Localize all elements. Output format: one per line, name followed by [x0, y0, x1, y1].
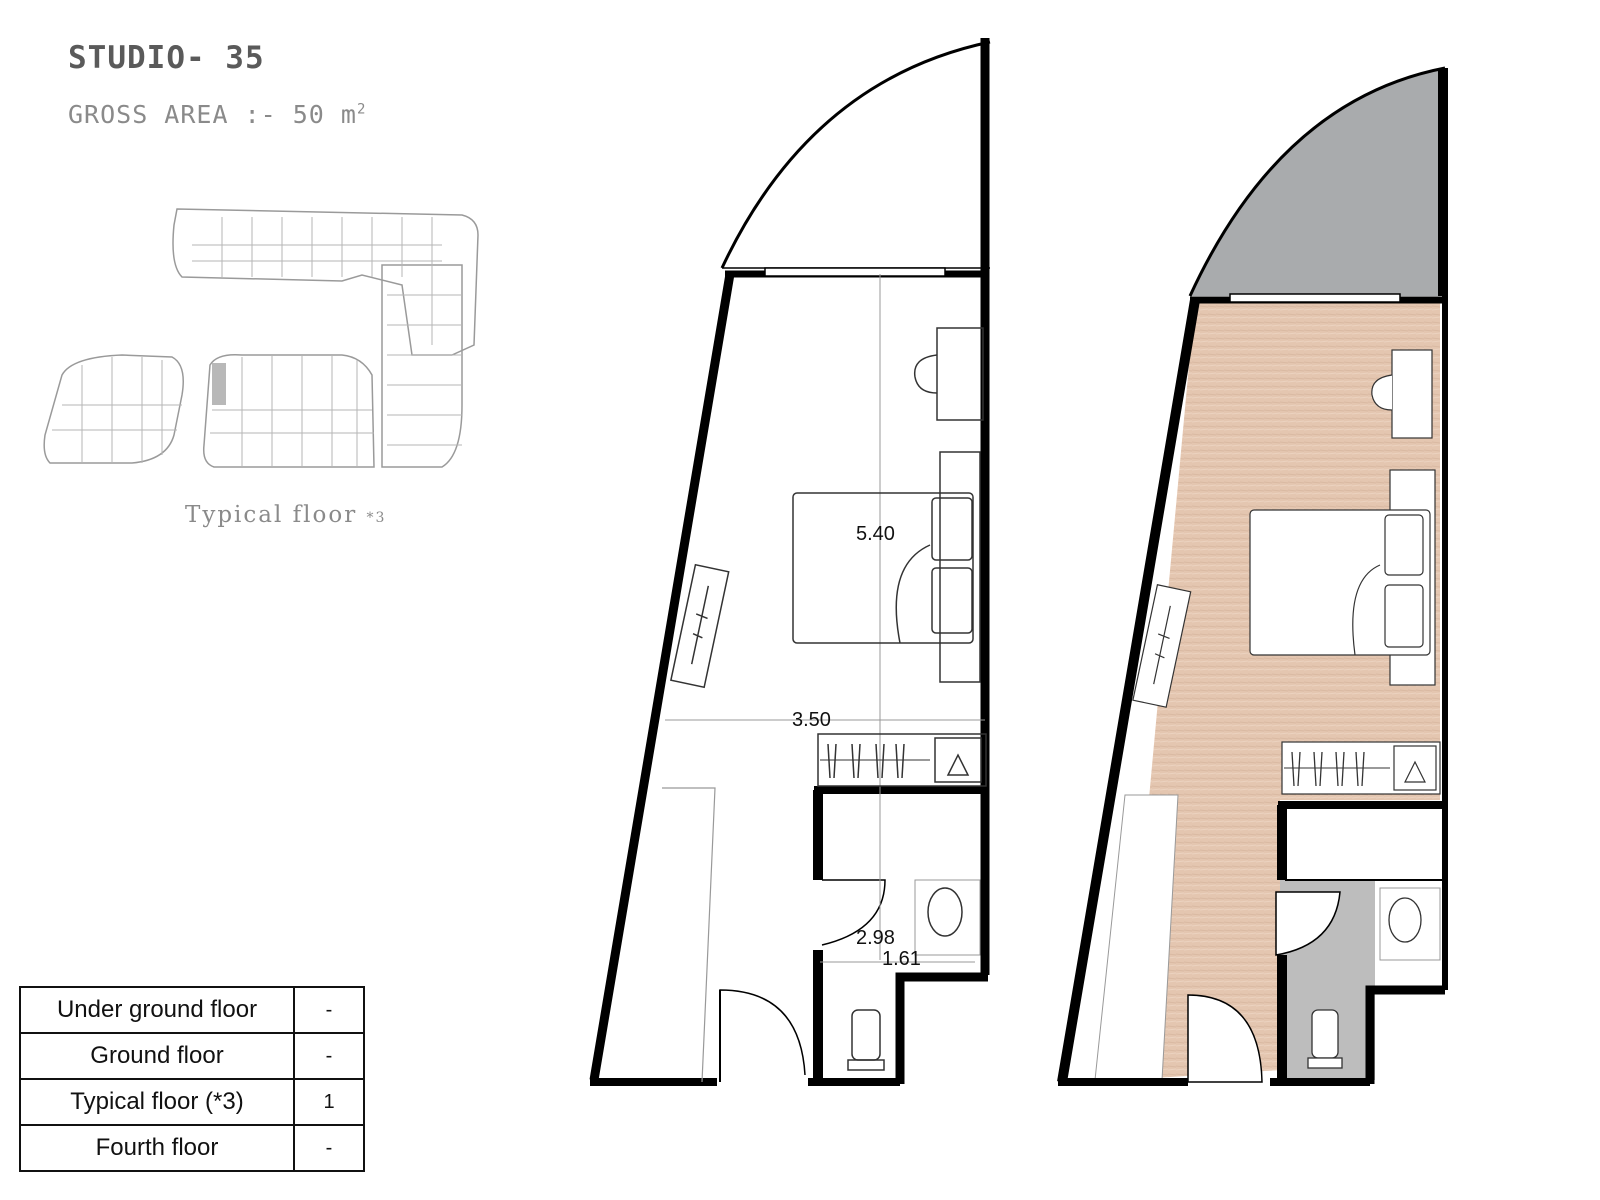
wash-basin: [927, 887, 963, 937]
entrance-door: [1187, 994, 1263, 1083]
headboard: [939, 451, 981, 683]
unit-title: STUDIO- 35: [68, 40, 265, 76]
key-plan-caption-text: Typical floor: [185, 502, 358, 528]
desk-chair: [913, 354, 938, 394]
key-plan-highlighted-unit: [212, 363, 226, 405]
pillow: [1384, 514, 1424, 576]
key-plan-bottom-block: [202, 353, 375, 468]
entrance-door-swing: [719, 989, 806, 1082]
floor-count-cell: 1: [293, 1078, 365, 1126]
floor-availability-table: Under ground floor - Ground floor - Typi…: [19, 986, 365, 1172]
key-plan-multiplier: *3: [366, 510, 387, 526]
floor-name-cell: Typical floor (*3): [19, 1078, 295, 1126]
window: [764, 267, 946, 277]
key-plan-caption: Typical floor *3: [185, 502, 386, 528]
table-row: Under ground floor -: [19, 986, 365, 1034]
exterior-wall-left: [1057, 299, 1200, 1083]
balcony-area: [1190, 68, 1445, 296]
floor-name-cell: Under ground floor: [19, 986, 295, 1034]
pillow: [931, 497, 973, 561]
table-row: Fourth floor -: [19, 1124, 365, 1172]
floor-name-cell: Fourth floor: [19, 1124, 295, 1172]
key-plan-top-block: [172, 208, 479, 356]
bed: [792, 492, 974, 644]
bathroom-door: [1275, 891, 1341, 956]
desk-chair: [1371, 374, 1393, 411]
table-row: Ground floor -: [19, 1032, 365, 1080]
balcony-curve: [720, 40, 991, 269]
key-plan: [43, 208, 479, 468]
gross-area-label: GROSS AREA :- 50 m: [68, 100, 357, 129]
toilet: [1311, 1009, 1339, 1059]
floor-count-cell: -: [293, 1032, 365, 1080]
window: [1229, 293, 1401, 303]
floor-name-cell: Ground floor: [19, 1032, 295, 1080]
bathroom-exterior-wall: [1365, 985, 1445, 1084]
bed-sheet-fold: [895, 544, 931, 644]
dimension-bedroom-length: 5.40: [856, 523, 895, 545]
floor-count-cell: -: [293, 1124, 365, 1172]
floor-count-cell: -: [293, 986, 365, 1034]
bathroom-exterior-wall: [895, 972, 988, 1084]
desk: [936, 327, 984, 421]
pillow: [1384, 584, 1424, 648]
table-row: Typical floor (*3) 1: [19, 1078, 365, 1126]
floor-plan-dimensioned: 5.40 3.50 2.98 1.61: [589, 38, 991, 1086]
tv-unit: [670, 563, 730, 689]
floor-plan-rendered: [1057, 66, 1448, 1086]
fridge-unit: [934, 737, 982, 783]
dimension-bath-width: 1.61: [882, 948, 921, 970]
bathroom-door-swing: [821, 879, 886, 946]
fridge-unit: [1393, 745, 1437, 791]
bed-sheet-fold: [1352, 564, 1381, 656]
wardrobe: [817, 733, 987, 787]
pillow: [931, 567, 973, 634]
wash-basin: [1388, 897, 1422, 943]
tv-unit: [1132, 584, 1192, 708]
gross-area-unit-superscript: 2: [356, 101, 367, 118]
key-plan-left-block: [43, 354, 184, 464]
gross-area: GROSS AREA :- 50 m2: [68, 100, 366, 129]
exterior-wall-left: [589, 273, 735, 1081]
entry-closet: [662, 787, 716, 1083]
desk: [1391, 349, 1433, 439]
dimension-bath-length: 2.98: [856, 927, 895, 949]
toilet: [851, 1009, 881, 1061]
dimension-room-width: 3.50: [792, 709, 831, 731]
